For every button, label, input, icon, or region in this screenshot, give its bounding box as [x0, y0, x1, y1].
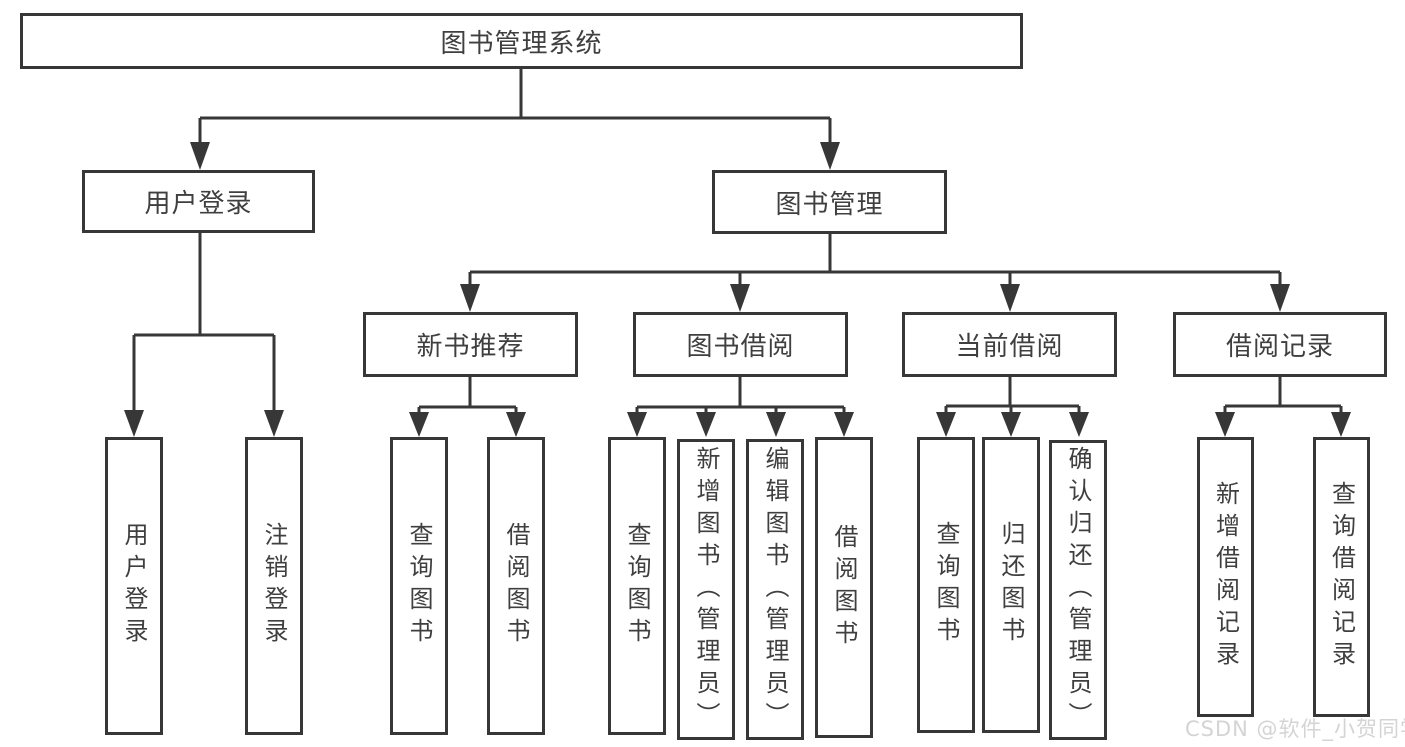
leaf-borrow-books-recommend: 借阅图书	[487, 437, 545, 735]
node-root-system: 图书管理系统	[20, 13, 1023, 69]
leaf-query-borrow-record: 查询借阅记录	[1313, 437, 1370, 717]
node-book-management: 图书管理	[712, 170, 947, 234]
node-current-borrow: 当前借阅	[902, 312, 1117, 377]
node-book-borrow: 图书借阅	[633, 312, 848, 377]
leaf-logout: 注销登录	[245, 437, 303, 735]
leaf-add-borrow-record: 新增借阅记录	[1197, 437, 1254, 717]
node-new-book-recommend: 新书推荐	[363, 312, 578, 377]
leaf-query-books-recommend: 查询图书	[390, 437, 448, 735]
node-user-login-group: 用户登录	[82, 170, 315, 233]
leaf-edit-books-admin: 编辑图书（管理员）	[746, 439, 804, 740]
leaf-add-books-admin: 新增图书（管理员）	[677, 439, 735, 740]
watermark: CSDN @软件_小贺同学	[1185, 717, 1405, 741]
leaf-borrow-books: 借阅图书	[815, 437, 873, 738]
leaf-query-books-borrow: 查询图书	[608, 437, 666, 735]
leaf-user-login: 用户登录	[105, 437, 163, 735]
leaf-confirm-return-admin: 确认归还（管理员）	[1049, 440, 1107, 740]
leaf-query-books-current: 查询图书	[917, 437, 975, 733]
leaf-return-books: 归还图书	[982, 437, 1040, 733]
node-borrow-records: 借阅记录	[1173, 312, 1387, 377]
